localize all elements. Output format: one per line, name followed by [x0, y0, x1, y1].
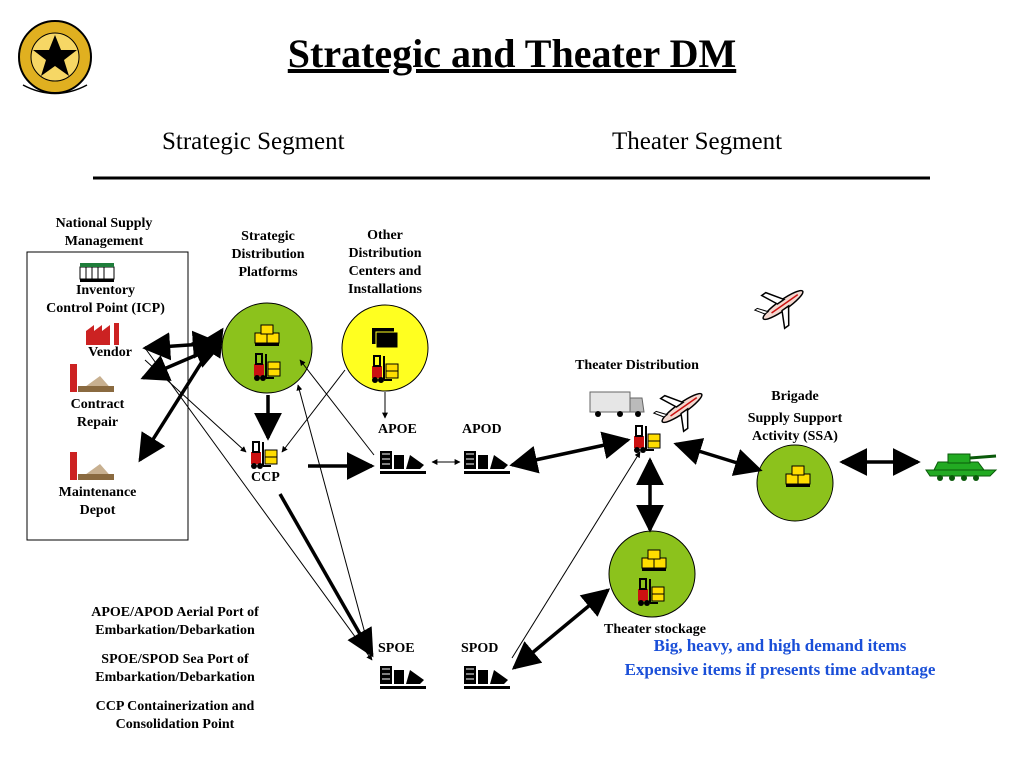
contract-repair-label: Contract Repair [70, 397, 125, 430]
legend-ccp: CCP Containerization and Consolidation P… [95, 699, 255, 732]
national-supply-heading: National Supply Management [55, 216, 153, 249]
ccp-label: CCP [251, 470, 280, 485]
theater-segment-heading: Theater Segment [612, 128, 783, 155]
strategic-segment-heading: Strategic Segment [162, 128, 345, 155]
theater-stockage-label: Theater stockage [604, 622, 706, 637]
page-title: Strategic and Theater DM [287, 31, 737, 76]
factory-icon [86, 323, 119, 345]
forklift-icon [250, 441, 278, 470]
apoe-label: APOE [378, 422, 417, 437]
strategic-platform-node [221, 302, 313, 394]
port-crane-icon [463, 450, 511, 475]
port-crane-icon [379, 450, 427, 475]
airplane-icon [648, 377, 714, 441]
army-crest-icon [18, 20, 92, 95]
spoe-label: SPOE [378, 641, 415, 656]
airplane-icon [749, 274, 815, 338]
brigade-ssa-label: Brigade Supply Support Activity (SSA) [747, 389, 843, 444]
spod-label: SPOD [461, 641, 499, 656]
legend-sea-port: SPOE/SPOD Sea Port of Embarkation/Debark… [95, 652, 255, 685]
port-crane-icon [379, 665, 427, 690]
port-crane-icon [463, 665, 511, 690]
maintenance-depot-label: Maintenance Depot [58, 485, 137, 518]
container-icon [372, 328, 399, 349]
vendor-label: Vendor [88, 345, 132, 360]
legend-aerial-port: APOE/APOD Aerial Port of Embarkation/Deb… [91, 605, 259, 638]
icp-label: Inventory Control Point (ICP) [46, 283, 165, 316]
building-icon [79, 263, 115, 282]
factory-icon [70, 364, 114, 392]
strategic-platforms-label: Strategic Distribution Platforms [231, 229, 305, 280]
theater-distribution-label: Theater Distribution [575, 358, 699, 373]
apod-label: APOD [462, 422, 502, 437]
thin-flow-arrows [144, 347, 641, 661]
other-centers-label: Other Distribution Centers and Installat… [348, 228, 422, 297]
tank-icon [925, 453, 998, 481]
truck-icon [589, 391, 645, 417]
forklift-icon [633, 425, 661, 454]
theater-stockage-notes: Big, heavy, and high demand items Expens… [624, 636, 936, 679]
theater-stockage-node [608, 530, 696, 618]
factory-icon [70, 452, 114, 480]
